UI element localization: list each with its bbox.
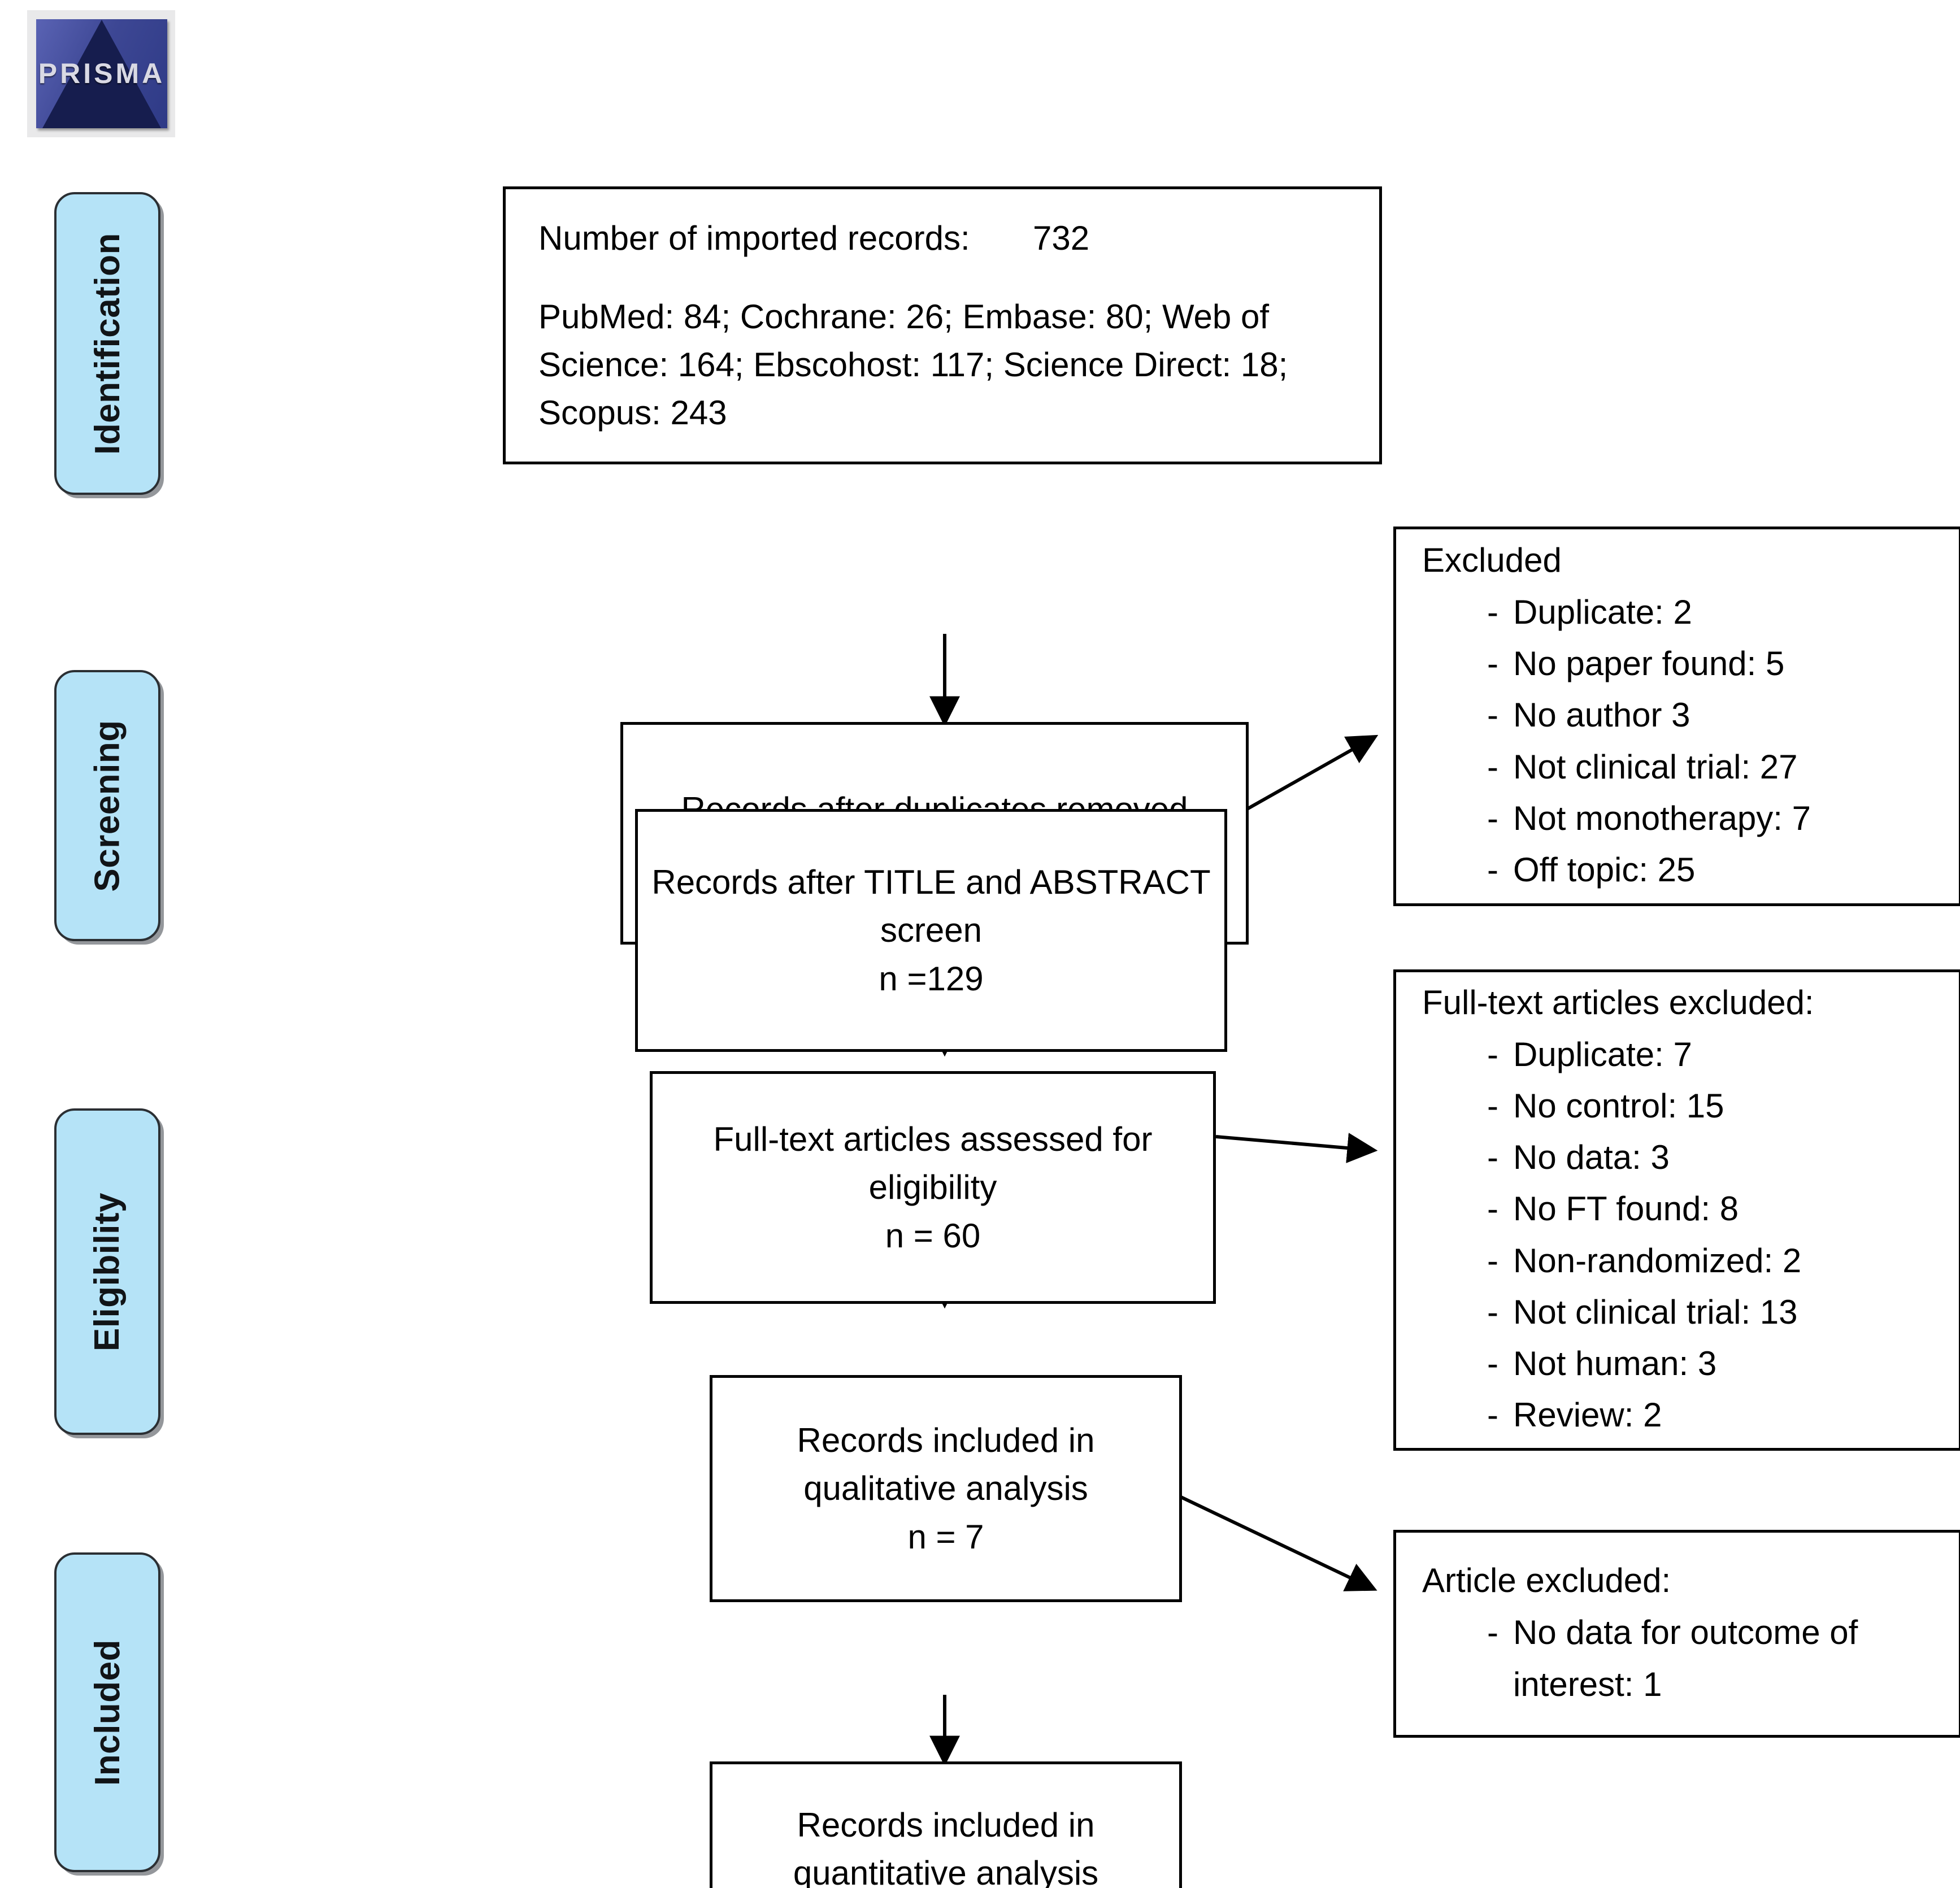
fulltext-assessed-line-2: eligibility	[868, 1168, 997, 1207]
list-item: - No FT found: 8	[1422, 1183, 1801, 1234]
qualitative-count: n = 7	[907, 1517, 984, 1556]
qualitative-line-2: qualitative analysis	[803, 1469, 1088, 1508]
title-abstract-count: n =129	[879, 959, 984, 998]
bullet-dash: -	[1487, 1086, 1498, 1125]
title-abstract-line-2: screen	[880, 911, 983, 950]
excluded-article-title: Article excluded:	[1422, 1561, 1671, 1600]
bullet-dash: -	[1487, 1035, 1498, 1073]
list-item: - Duplicate: 2	[1422, 586, 1811, 638]
list-item-text: No data for outcome of interest: 1	[1513, 1607, 1858, 1709]
box-quantitative-analysis: Records included in quantitative analysi…	[710, 1761, 1182, 1888]
sources-line-2: Science: 164; Ebscohost: 117; Science Di…	[538, 346, 1288, 384]
list-item: - Non-randomized: 2	[1422, 1235, 1801, 1286]
imported-records-label: Number of imported records:	[538, 219, 970, 257]
box-excluded-screening: Excluded - Duplicate: 2 - No paper found…	[1393, 527, 1960, 906]
bullet-dash: -	[1487, 1241, 1498, 1280]
list-item: - Not monotherapy: 7	[1422, 793, 1811, 844]
box-imported-records: Number of imported records: 732 PubMed: …	[503, 186, 1382, 464]
fulltext-assessed-line-1: Full-text articles assessed for	[713, 1120, 1153, 1159]
list-item: - Duplicate: 7	[1422, 1029, 1801, 1080]
stage-eligibility-label: Eligibility	[88, 1192, 127, 1351]
excluded-screening-list: - Duplicate: 2 - No paper found: 5 - No …	[1396, 586, 1811, 895]
bullet-dash: -	[1487, 799, 1498, 837]
box-qualitative-analysis: Records included in qualitative analysis…	[710, 1375, 1182, 1602]
list-item-text: Duplicate: 2	[1513, 593, 1692, 631]
stage-identification-label: Identification	[88, 232, 127, 455]
list-item-text: No control: 15	[1513, 1086, 1724, 1125]
list-item: - Not clinical trial: 13	[1422, 1286, 1801, 1338]
stage-included: Included	[54, 1552, 160, 1872]
list-item-text: Review: 2	[1513, 1396, 1662, 1434]
excluded-article-list: - No data for outcome of interest: 1	[1396, 1607, 1858, 1709]
imported-records-row: Number of imported records: 732	[538, 214, 1089, 262]
stage-screening: Screening	[54, 670, 160, 941]
box-fulltext-assessed: Full-text articles assessed for eligibil…	[650, 1071, 1216, 1304]
bullet-dash: -	[1487, 1613, 1498, 1652]
bullet-dash: -	[1487, 645, 1498, 683]
stage-identification: Identification	[54, 192, 160, 495]
list-item-text: Off topic: 25	[1513, 850, 1696, 889]
list-item: - Not clinical trial: 27	[1422, 741, 1811, 793]
stage-screening-label: Screening	[88, 719, 127, 892]
imported-records-count: 732	[1032, 219, 1090, 257]
list-item-text: No FT found: 8	[1513, 1190, 1739, 1228]
qualitative-line-1: Records included in	[797, 1421, 1095, 1460]
box-excluded-fulltext: Full-text articles excluded: - Duplicate…	[1393, 969, 1960, 1451]
stage-included-label: Included	[88, 1639, 127, 1786]
list-item-text: Not clinical trial: 27	[1513, 747, 1798, 786]
box-excluded-article: Article excluded: - No data for outcome …	[1393, 1530, 1960, 1738]
bullet-dash: -	[1487, 1138, 1498, 1177]
list-item-text-line-2: interest: 1	[1513, 1665, 1662, 1703]
excluded-fulltext-title: Full-text articles excluded:	[1422, 983, 1814, 1021]
bullet-dash: -	[1487, 850, 1498, 889]
bullet-dash: -	[1487, 1293, 1498, 1331]
sources-line-1: PubMed: 84; Cochrane: 26; Embase: 80; We…	[538, 297, 1269, 336]
box-title-abstract-screen: Records after TITLE and ABSTRACT screen …	[635, 809, 1227, 1052]
list-item: - Not human: 3	[1422, 1338, 1801, 1389]
quantitative-line-2: quantitative analysis	[793, 1854, 1099, 1888]
list-item-text: Not clinical trial: 13	[1513, 1293, 1798, 1331]
quantitative-line-1: Records included in	[797, 1806, 1095, 1845]
list-item: - No author 3	[1422, 689, 1811, 741]
bullet-dash: -	[1487, 747, 1498, 786]
list-item-text: Not monotherapy: 7	[1513, 799, 1811, 837]
list-item: - No data: 3	[1422, 1132, 1801, 1183]
prisma-wordmark: PRISMA	[38, 57, 166, 89]
list-item-text: Non-randomized: 2	[1513, 1241, 1802, 1280]
bullet-dash: -	[1487, 1190, 1498, 1228]
prisma-logo-graphic: PRISMA	[36, 19, 167, 128]
list-item: - No data for outcome of interest: 1	[1422, 1607, 1858, 1709]
excluded-screening-title: Excluded	[1422, 541, 1562, 579]
list-item-text-line-1: No data for outcome of	[1513, 1613, 1858, 1652]
list-item-text: Duplicate: 7	[1513, 1035, 1692, 1073]
list-item-text: Not human: 3	[1513, 1344, 1717, 1382]
bullet-dash: -	[1487, 593, 1498, 631]
list-item: - No control: 15	[1422, 1080, 1801, 1132]
prisma-logo: PRISMA	[27, 10, 175, 137]
list-item-text: No author 3	[1513, 696, 1690, 734]
excluded-fulltext-list: - Duplicate: 7 - No control: 15 - No dat…	[1396, 1029, 1801, 1441]
fulltext-assessed-count: n = 60	[885, 1216, 981, 1255]
list-item: - Review: 2	[1422, 1389, 1801, 1441]
pyramid-icon	[42, 20, 161, 128]
bullet-dash: -	[1487, 1344, 1498, 1382]
sources-line-3: Scopus: 243	[538, 394, 727, 432]
list-item-text: No paper found: 5	[1513, 645, 1785, 683]
title-abstract-line-1: Records after TITLE and ABSTRACT	[651, 863, 1211, 902]
stage-eligibility: Eligibility	[54, 1108, 160, 1435]
list-item: - Off topic: 25	[1422, 844, 1811, 895]
list-item: - No paper found: 5	[1422, 638, 1811, 689]
list-item-text: No data: 3	[1513, 1138, 1670, 1177]
bullet-dash: -	[1487, 696, 1498, 734]
bullet-dash: -	[1487, 1396, 1498, 1434]
